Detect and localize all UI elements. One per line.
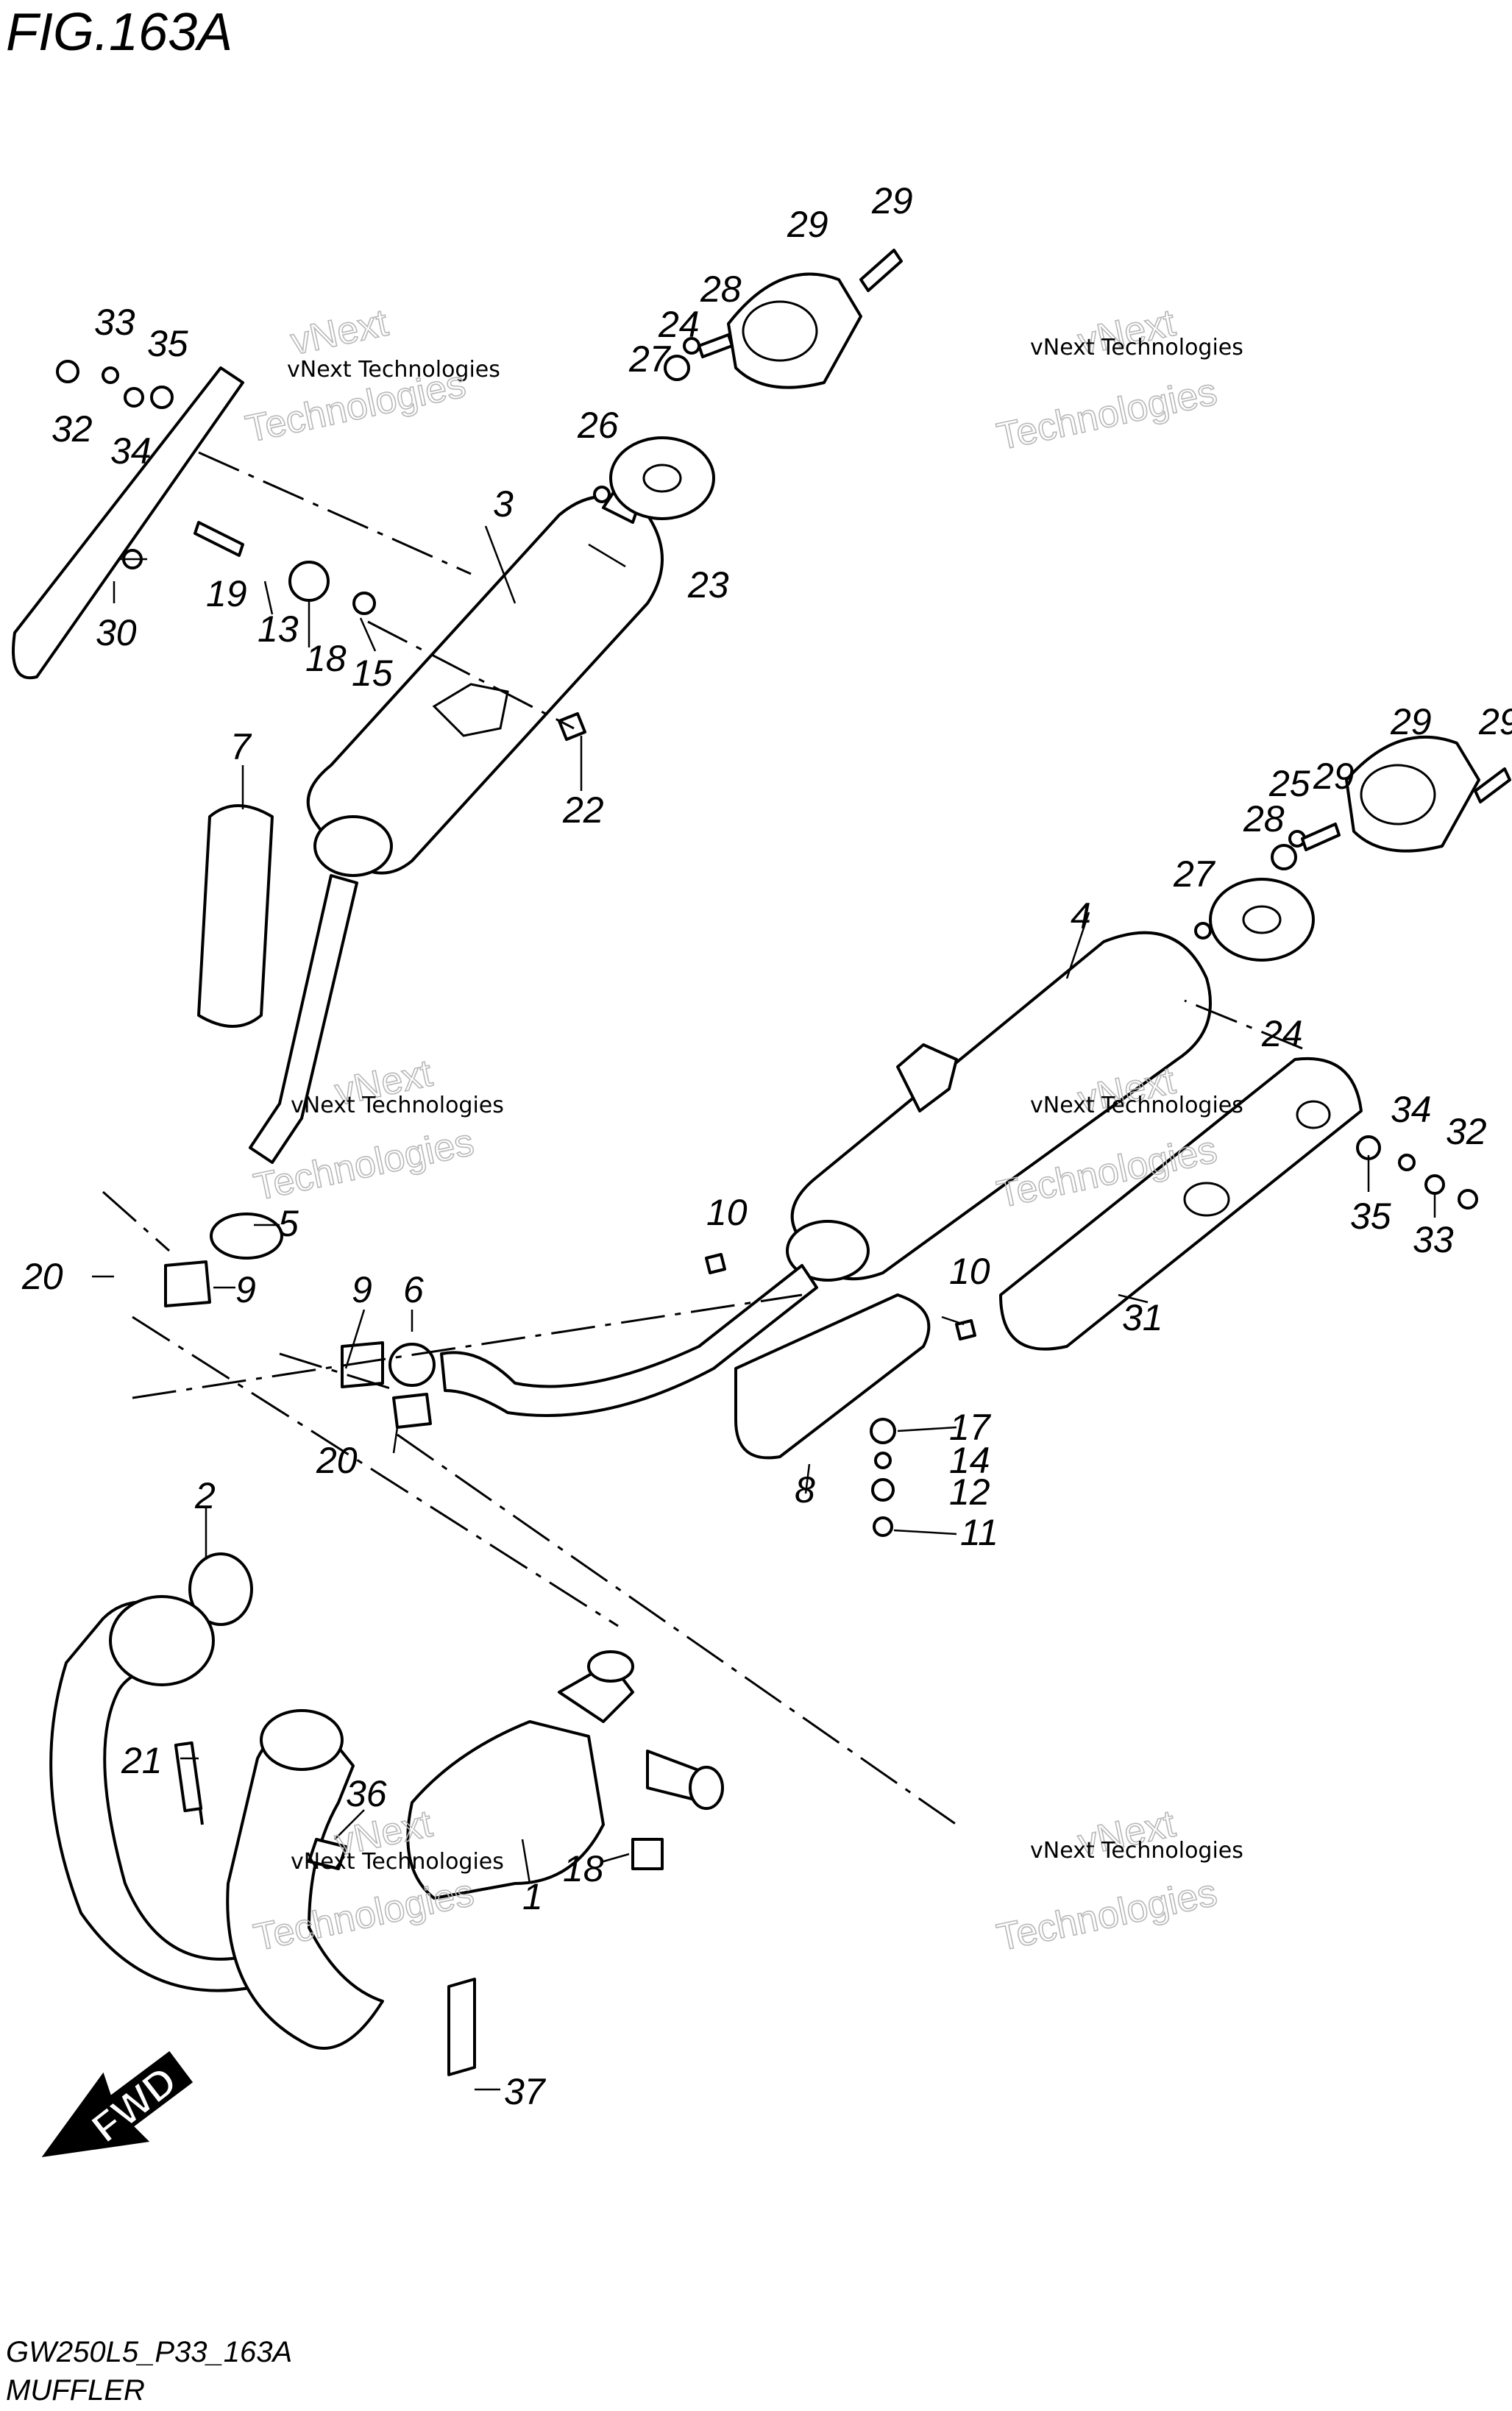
callout-26: 27	[628, 338, 672, 380]
callout-4: 4	[1071, 895, 1091, 937]
callout-28: 29	[787, 204, 828, 245]
callout-35: 35	[147, 323, 188, 364]
muffler-left-assembly	[12, 249, 903, 1307]
callout-25-right: 27	[1173, 853, 1216, 895]
callout-29: 29	[871, 180, 913, 221]
callout-16: 17	[949, 1407, 992, 1448]
footer-code: GW250L5_P33_163A	[6, 2336, 292, 2368]
callout-9-left: 9	[235, 1269, 256, 1310]
svg-text:vNext Technologies: vNext Technologies	[291, 1849, 504, 1875]
callout-34-right: 34	[1391, 1089, 1432, 1130]
watermark-1: vNext vNext Technologies Technologies	[241, 301, 500, 452]
svg-text:vNext Technologies: vNext Technologies	[1030, 1093, 1243, 1118]
callout-9-center: 9	[352, 1269, 372, 1310]
footer-name: MUFFLER	[6, 2374, 145, 2407]
callout-24-right: 25	[1268, 763, 1310, 804]
callout-7: 7	[230, 726, 252, 767]
callout-36: 36	[346, 1773, 387, 1814]
svg-text:vNext Technologies: vNext Technologies	[287, 357, 500, 383]
callout-1: 1	[522, 1876, 543, 1917]
svg-text:vNext: vNext	[287, 302, 392, 363]
callout-22: 22	[562, 789, 604, 831]
callout-33: 33	[94, 302, 135, 343]
callout-31: 31	[1122, 1297, 1163, 1338]
callout-24: 24	[658, 304, 700, 345]
guide-lines	[102, 451, 1303, 1826]
leader-lines	[92, 525, 1436, 2091]
callout-5: 5	[278, 1203, 299, 1244]
callout-6: 6	[403, 1269, 424, 1310]
callout-23-right: 24	[1261, 1013, 1303, 1054]
callout-17: 18	[305, 638, 347, 679]
callout-3: 3	[493, 483, 514, 525]
callout-20-left: 20	[21, 1256, 63, 1297]
callout-11: 11	[960, 1512, 998, 1553]
callout-27: 28	[700, 269, 742, 310]
callout-2: 2	[194, 1475, 216, 1516]
callout-14: 14	[949, 1440, 990, 1481]
callout-27-right: 29	[1313, 756, 1355, 797]
svg-text:vNext Technologies: vNext Technologies	[1030, 335, 1243, 361]
callout-23: 23	[687, 564, 729, 606]
callout-21: 21	[121, 1740, 163, 1781]
callout-15: 15	[352, 653, 393, 694]
callout-10-left: 10	[706, 1192, 748, 1233]
callout-32: 32	[52, 408, 93, 450]
svg-text:vNext Technologies: vNext Technologies	[1030, 1838, 1243, 1864]
svg-text:vNext Technologies: vNext Technologies	[291, 1093, 504, 1118]
callout-37: 37	[504, 2071, 547, 2112]
svg-text:Technologies: Technologies	[993, 1871, 1221, 1959]
callout-18: 18	[563, 1848, 604, 1889]
callout-10-right: 10	[949, 1251, 990, 1292]
callout-26-right: 28	[1243, 798, 1285, 839]
callout-33-right: 33	[1413, 1219, 1454, 1260]
svg-text:Technologies: Technologies	[993, 370, 1221, 458]
callout-numbers: 29 29 28 24 27 26 23 3 33 35 32 34 19 13…	[21, 180, 1512, 2112]
callout-29-right: 29	[1478, 701, 1512, 742]
callout-12: 12	[949, 1471, 990, 1513]
muffler-right-assembly	[341, 735, 1511, 1537]
figure-title: FIG.163A	[6, 3, 233, 62]
callout-13: 13	[258, 608, 299, 650]
callout-28-right: 29	[1390, 701, 1432, 742]
callout-25: 26	[577, 405, 619, 446]
watermark-6: vNext vNext Technologies Technologies	[993, 1802, 1243, 1960]
callout-19: 19	[206, 573, 247, 614]
callout-34: 34	[110, 430, 152, 472]
callout-35-right: 35	[1350, 1196, 1391, 1237]
callout-30: 30	[96, 612, 137, 653]
exhaust-pipe-assembly	[49, 1552, 724, 2076]
callout-32-right: 32	[1446, 1111, 1487, 1152]
callout-20-center: 20	[316, 1440, 358, 1481]
watermark-2: vNext vNext Technologies Technologies	[993, 301, 1243, 459]
callout-8: 8	[795, 1469, 815, 1510]
fwd-arrow-icon: FWD	[41, 2050, 194, 2157]
